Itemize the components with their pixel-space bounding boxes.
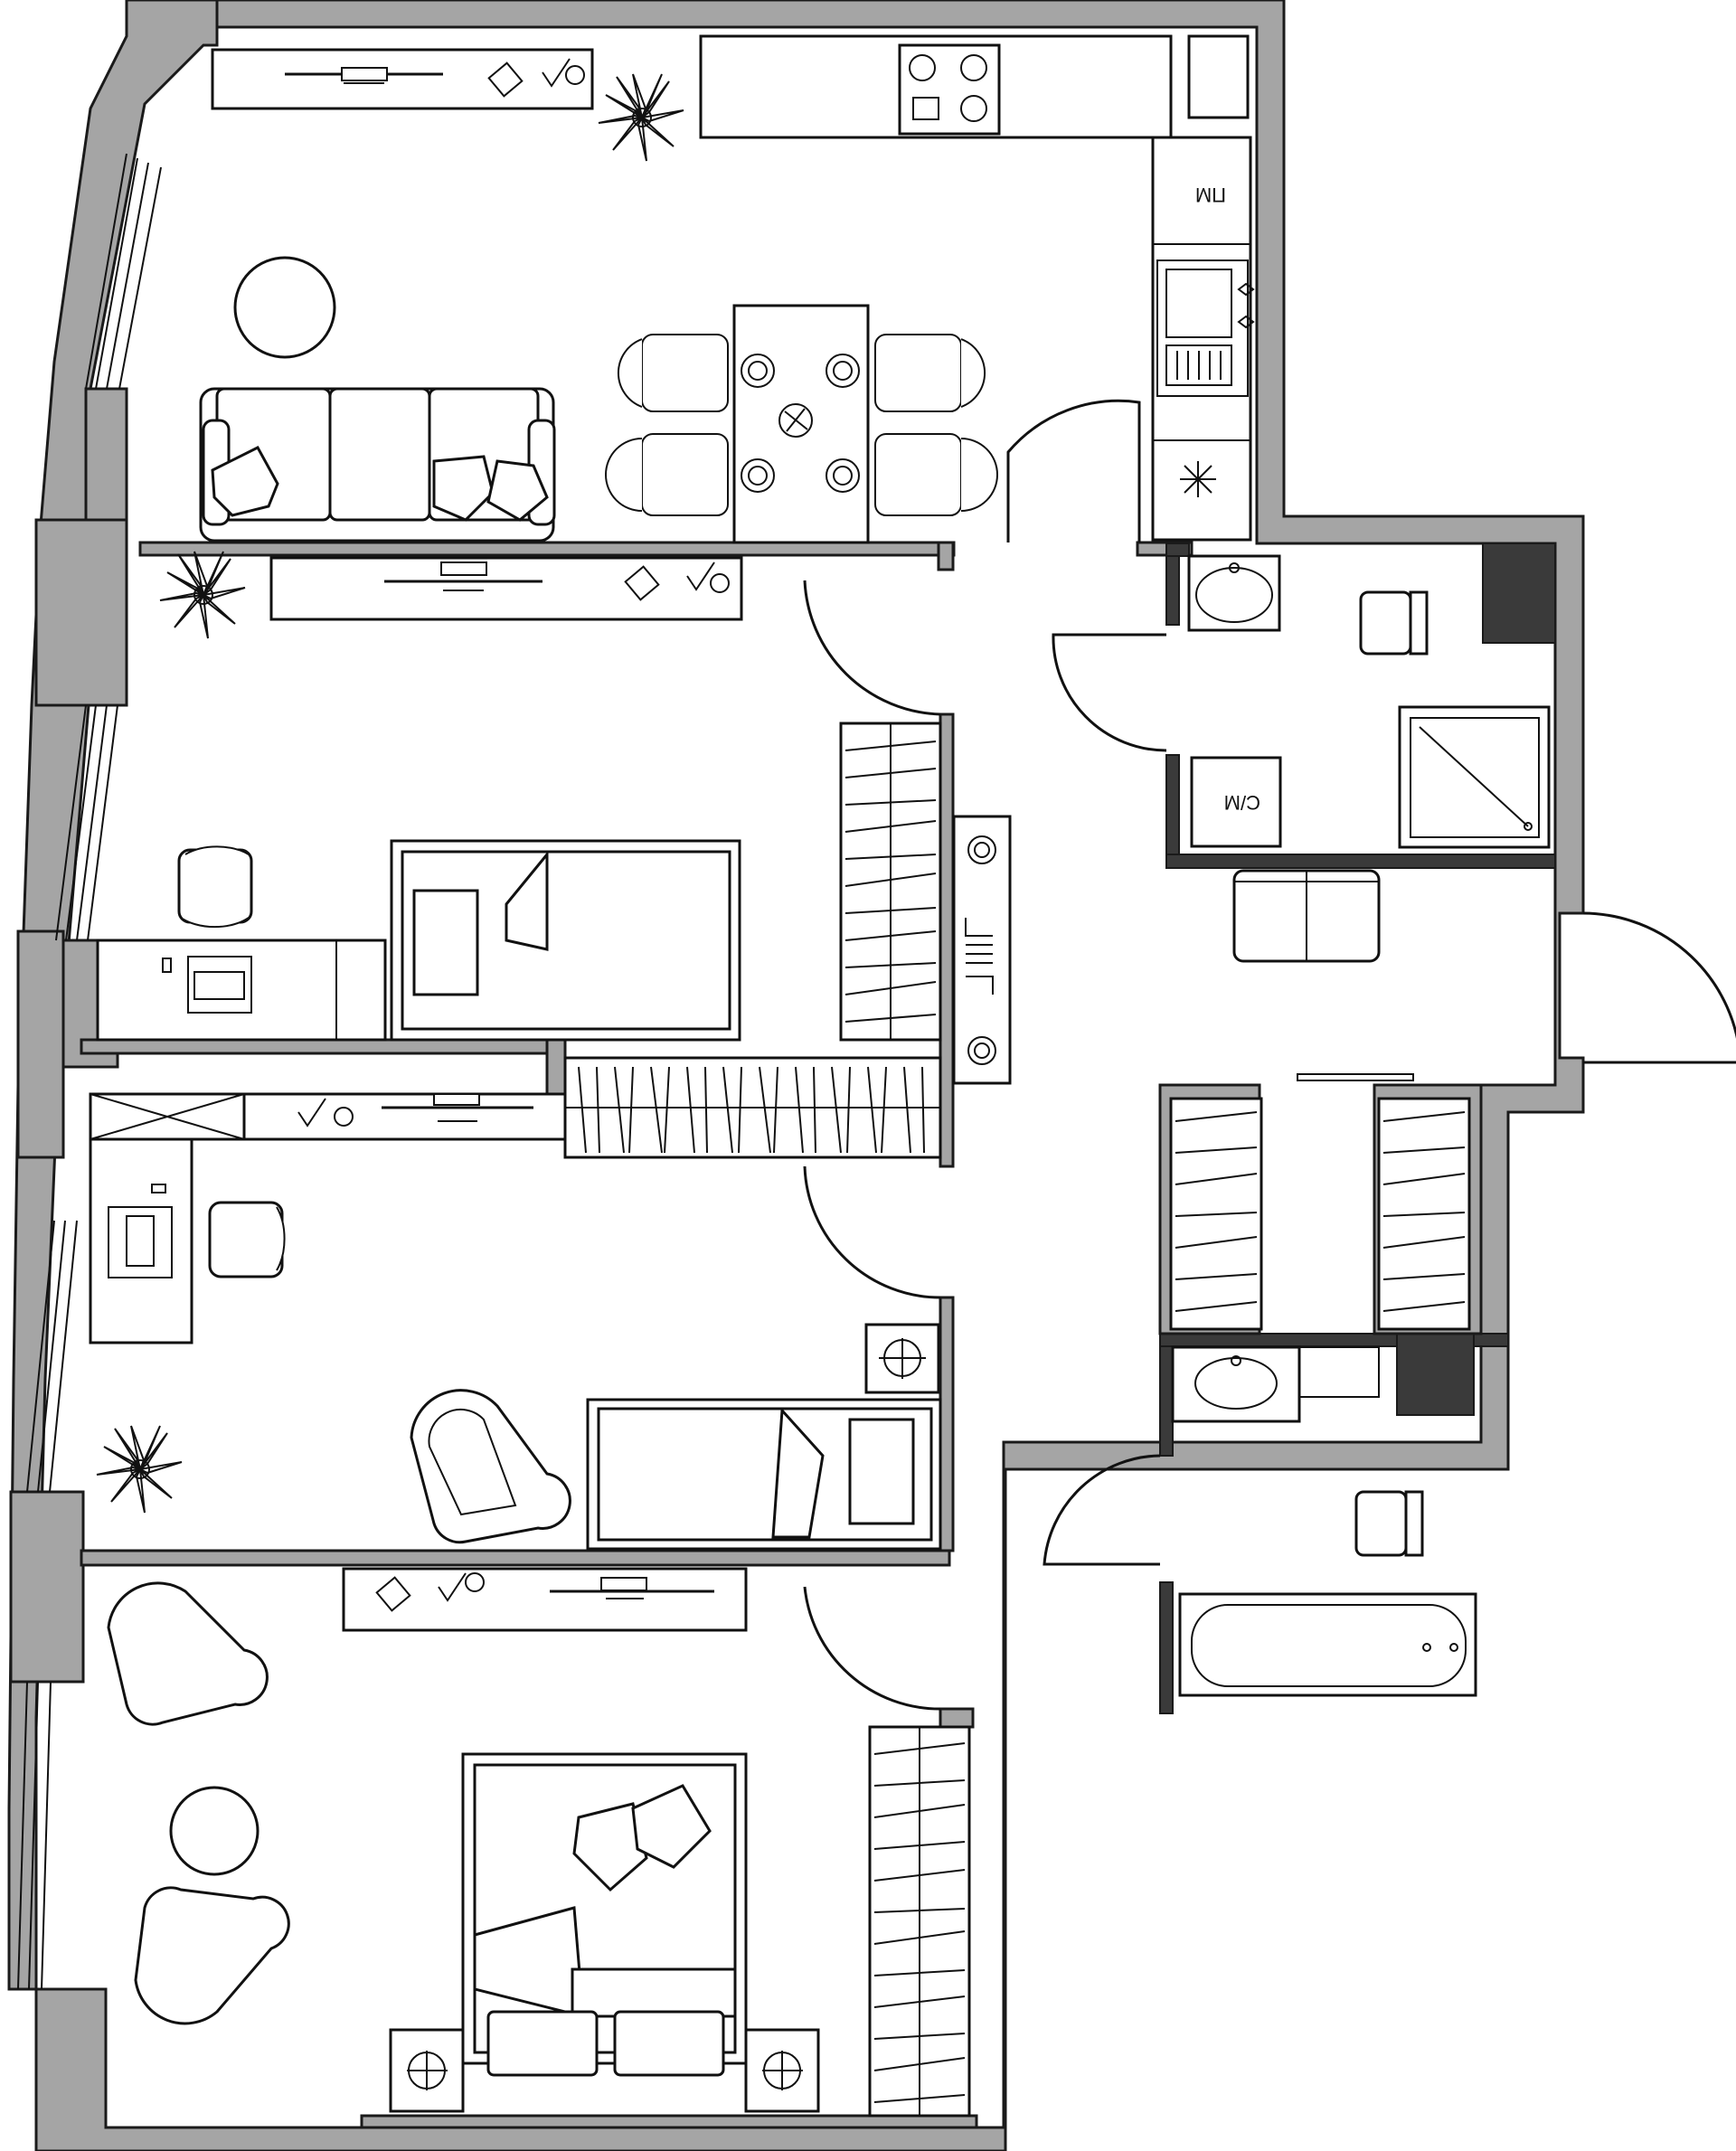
coffee-table-icon — [169, 1786, 259, 1876]
chair-icon — [208, 1201, 286, 1278]
washing-machine-icon: С/М — [1190, 756, 1282, 848]
master-bedroom — [107, 1567, 971, 2118]
door-swing-icon — [1043, 1454, 1161, 1566]
armchair-icon — [410, 1389, 571, 1544]
plant-icon — [96, 1425, 183, 1514]
bed-icon — [586, 1398, 942, 1551]
corridor — [952, 815, 1736, 1331]
dishwasher-label: ПМ — [1195, 184, 1226, 206]
dining-table-icon — [605, 304, 998, 544]
bed-icon — [390, 839, 741, 1042]
book-icon — [624, 565, 660, 601]
door-swing-icon — [1006, 399, 1141, 542]
toilet-icon — [1359, 590, 1429, 656]
door-swing-icon — [1582, 911, 1736, 1064]
wardrobe-icon — [868, 1725, 971, 2118]
bathroom-2 — [1043, 1345, 1477, 1697]
rug-icon — [233, 256, 336, 359]
sink-icon — [1156, 259, 1249, 397]
laptop-icon — [187, 956, 252, 1014]
bed-icon — [461, 1752, 748, 2077]
door-swing-icon — [1052, 633, 1167, 752]
sink-icon — [1195, 567, 1273, 623]
laptop-icon — [108, 1206, 173, 1278]
chair-icon — [177, 845, 253, 929]
armchair-icon — [107, 1581, 290, 2025]
sink-icon — [1194, 1357, 1278, 1410]
toilet-icon — [1354, 1490, 1424, 1557]
wardrobe-icon — [839, 722, 942, 1042]
wardrobe-icon — [1169, 1097, 1471, 1331]
bedroom-1 — [96, 551, 942, 1042]
door-swing-icon — [803, 580, 941, 716]
door-swing-icon — [803, 1165, 941, 1299]
plant-icon — [159, 551, 246, 639]
door-swing-icon — [803, 1586, 941, 1711]
kitchen-living: ПМ — [199, 34, 1255, 544]
sofa-icon — [199, 387, 556, 542]
walls — [7, 0, 1585, 2151]
bedroom-2 — [89, 1092, 942, 1551]
bathtub-icon — [1178, 1592, 1477, 1697]
lamp-icon — [542, 58, 571, 88]
wardrobe-icon — [563, 1056, 942, 1159]
shower-icon — [1398, 705, 1551, 849]
washing-machine-label: С/М — [1224, 791, 1260, 814]
book-icon — [375, 1576, 411, 1612]
windows — [17, 153, 162, 1990]
bathroom-1: С/М — [1052, 554, 1551, 849]
plant-icon — [598, 73, 684, 162]
book-icon — [487, 61, 524, 98]
